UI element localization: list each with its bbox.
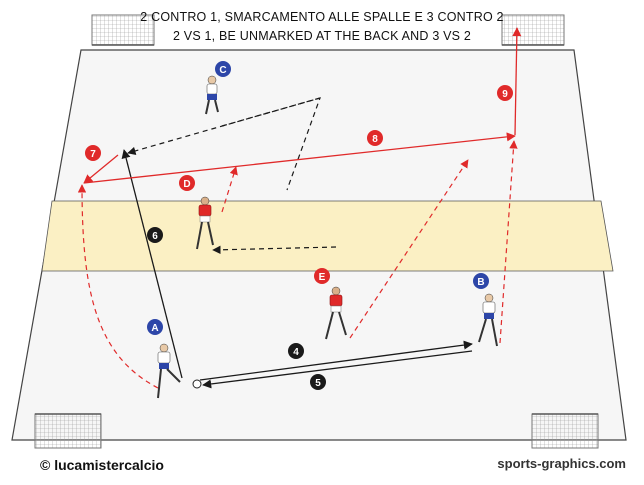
player-d: [196, 196, 214, 250]
svg-text:4: 4: [293, 347, 299, 358]
step-badge-5: 5: [310, 374, 326, 390]
goal-bottom-right: [531, 413, 599, 449]
step-badge-4: 4: [288, 343, 304, 359]
svg-text:8: 8: [372, 134, 378, 145]
run-d-press: [221, 166, 238, 213]
pass-9: [512, 27, 522, 136]
player-label-e: E: [314, 268, 330, 284]
svg-text:6: 6: [152, 231, 158, 242]
copyright-label: © lucamistercalcio: [40, 457, 164, 473]
pass-8: [83, 132, 516, 184]
step-badge-7: 7: [85, 145, 101, 161]
run-b: [499, 140, 518, 344]
player-a: [157, 343, 181, 399]
player-label-c: C: [215, 61, 231, 77]
run-a: [77, 184, 159, 389]
pass-7: [83, 154, 119, 184]
ball: [192, 379, 202, 389]
runs: [77, 27, 522, 389]
site-label: sports-graphics.com: [497, 456, 626, 471]
svg-text:5: 5: [315, 378, 321, 389]
step-badge-6: 6: [147, 227, 163, 243]
player-label-a: A: [147, 319, 163, 335]
player-label-d: D: [179, 175, 195, 191]
step-badge-8: 8: [367, 130, 383, 146]
player-c: [205, 75, 219, 115]
pass-4: [199, 340, 473, 381]
player-b: [478, 293, 498, 347]
svg-text:B: B: [477, 277, 484, 288]
pass-5: [202, 350, 473, 389]
goal-bottom-left: [34, 413, 102, 449]
svg-text:E: E: [319, 272, 326, 283]
title-english: 2 VS 1, BE UNMARKED AT THE BACK AND 3 VS…: [172, 29, 472, 43]
svg-text:C: C: [219, 65, 226, 76]
step-badge-9: 9: [497, 85, 513, 101]
svg-text:D: D: [183, 179, 190, 190]
pass-6: [121, 149, 183, 379]
run-c-back: [127, 97, 321, 155]
player-label-b: B: [473, 273, 489, 289]
run-d: [212, 245, 337, 255]
goal-top-left: [91, 14, 155, 46]
svg-text:7: 7: [90, 149, 96, 160]
svg-text:A: A: [151, 323, 158, 334]
title-italian: 2 CONTRO 1, SMARCAMENTO ALLE SPALLE E 3 …: [140, 10, 504, 24]
svg-text:9: 9: [502, 89, 508, 100]
player-e: [325, 286, 347, 340]
midfield-band: [41, 200, 614, 272]
